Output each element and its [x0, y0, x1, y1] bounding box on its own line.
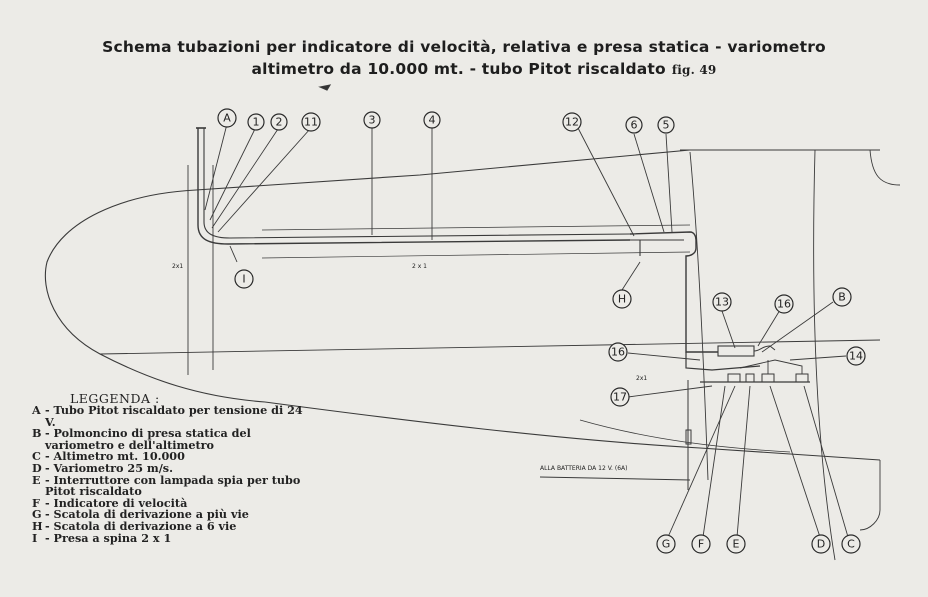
callout-A-label: A — [223, 112, 231, 125]
callout-B-label: B — [838, 291, 846, 304]
legend-text: - Scatola di derivazione a 6 vie — [45, 518, 237, 533]
fuselage-lower-line — [264, 401, 881, 461]
legend-text: - Indicatore di velocità — [45, 495, 188, 510]
legend-text: - Polmoncino di presa statica del variom… — [45, 426, 251, 452]
callout-5-label: 5 — [663, 119, 670, 132]
fuselage-mid-line — [99, 339, 881, 355]
legend-key: D — [32, 460, 42, 475]
legend: A - Tubo Pitot riscaldato per tensione di… — [32, 403, 312, 545]
callout-1 — [247, 113, 265, 131]
callout-A — [217, 108, 237, 128]
callout-E — [726, 534, 746, 554]
fuselage-upper-line — [195, 149, 691, 191]
legend-key: F — [32, 495, 40, 510]
diagram-title-line-2: altimetro da 10.000 mt. - tubo Pitot ris… — [0, 60, 928, 78]
callout-13 — [712, 292, 732, 312]
callout-E-label: E — [733, 538, 740, 551]
callout-1-label: 1 — [253, 116, 260, 129]
callout-16-upper — [774, 294, 794, 314]
legend-key: E — [32, 472, 41, 487]
legend-text: - Altimetro mt. 10.000 — [45, 449, 185, 464]
legend-key: A — [32, 403, 41, 417]
wire-label-2: 2 x 1 — [412, 263, 427, 270]
legend-key: G — [32, 507, 42, 522]
callout-D — [811, 534, 831, 554]
pitot-tube-line — [197, 128, 631, 245]
callout-2-label: 2 — [276, 116, 283, 129]
callout-12 — [562, 112, 582, 132]
legend-text: - Scatola di derivazione a più vie — [45, 507, 249, 522]
instrument-C — [795, 373, 809, 383]
callout-14-label: 14 — [849, 350, 863, 363]
callout-17 — [610, 387, 630, 407]
legend-item: A - Tubo Pitot riscaldato per tensione di… — [32, 403, 312, 429]
legend-text: - Variometro 25 m/s. — [45, 460, 173, 475]
legend-item: C - Altimetro mt. 10.000 — [32, 451, 312, 463]
legend-item: F - Indicatore di velocità — [32, 495, 312, 510]
callout-14 — [846, 346, 866, 366]
legend-key: C — [32, 449, 41, 464]
callout-F-label: F — [698, 538, 704, 551]
legend-key: I — [32, 530, 38, 545]
wire-label-3: 2x1 — [636, 375, 647, 382]
legend-item: G- Scatola di derivazione a più vie — [32, 509, 312, 521]
callout-B — [832, 287, 852, 307]
legend-item: H- Scatola di derivazione a 6 vie — [32, 518, 312, 533]
figure-reference: fig. 49 — [671, 63, 717, 77]
callout-4 — [423, 111, 441, 129]
callout-I — [234, 269, 254, 289]
component-13 — [717, 345, 755, 357]
callout-3-label: 3 — [369, 114, 376, 127]
callout-17-label: 17 — [613, 391, 627, 404]
callout-16-lower — [608, 342, 628, 362]
battery-label: ALLA BATTERIA DA 12 V. (6A) — [540, 465, 627, 472]
tube-to-instruments — [629, 231, 718, 353]
diagram-title-line-1: Schema tubazioni per indicatore di veloc… — [102, 38, 826, 56]
callout-6-label: 6 — [631, 119, 638, 132]
callout-12-label: 12 — [565, 116, 579, 129]
legend-text: - Interruttore con lampada spia per tubo… — [45, 472, 301, 499]
callout-16-lower-label: 16 — [611, 346, 625, 359]
callout-C-label: C — [847, 538, 855, 551]
legend-title: LEGGENDA : — [70, 391, 160, 406]
callout-16-upper-label: 16 — [777, 298, 791, 311]
callout-H-label: H — [618, 293, 626, 306]
fuselage-nose-outline — [44, 189, 266, 403]
callout-5 — [657, 116, 675, 134]
callout-3 — [363, 111, 381, 129]
callout-G-label: G — [662, 538, 671, 551]
instrument-D — [761, 373, 775, 383]
callout-11-label: 11 — [304, 116, 318, 129]
title-line-2-text: altimetro da 10.000 mt. - tubo Pitot ris… — [251, 60, 666, 78]
callout-C — [841, 534, 861, 554]
callout-F — [691, 534, 711, 554]
callout-D-label: D — [817, 538, 825, 551]
legend-key: H — [32, 518, 43, 533]
instrument-E — [745, 373, 755, 383]
callout-4-label: 4 — [429, 114, 436, 127]
callout-I-label: I — [242, 273, 245, 286]
legend-text: - Tubo Pitot riscaldato per tensione di … — [45, 403, 303, 429]
legend-item: I - Presa a spina 2 x 1 — [32, 530, 312, 545]
title-arrow-mark — [318, 84, 332, 91]
legend-key: B — [32, 426, 42, 441]
callout-2 — [270, 113, 288, 131]
legend-item: D- Variometro 25 m/s. — [32, 460, 312, 475]
callout-G — [656, 534, 676, 554]
legend-text: - Presa a spina 2 x 1 — [45, 530, 172, 545]
wire-label-1: 2x1 — [172, 263, 183, 270]
legend-item: E - Interruttore con lampada spia per tub… — [32, 472, 312, 499]
instrument-G — [727, 373, 741, 383]
callout-H — [612, 289, 632, 309]
legend-item: B- Polmoncino di presa statica del vario… — [32, 426, 312, 452]
callout-11 — [301, 112, 321, 132]
callout-13-label: 13 — [715, 296, 729, 309]
callout-6 — [625, 116, 643, 134]
